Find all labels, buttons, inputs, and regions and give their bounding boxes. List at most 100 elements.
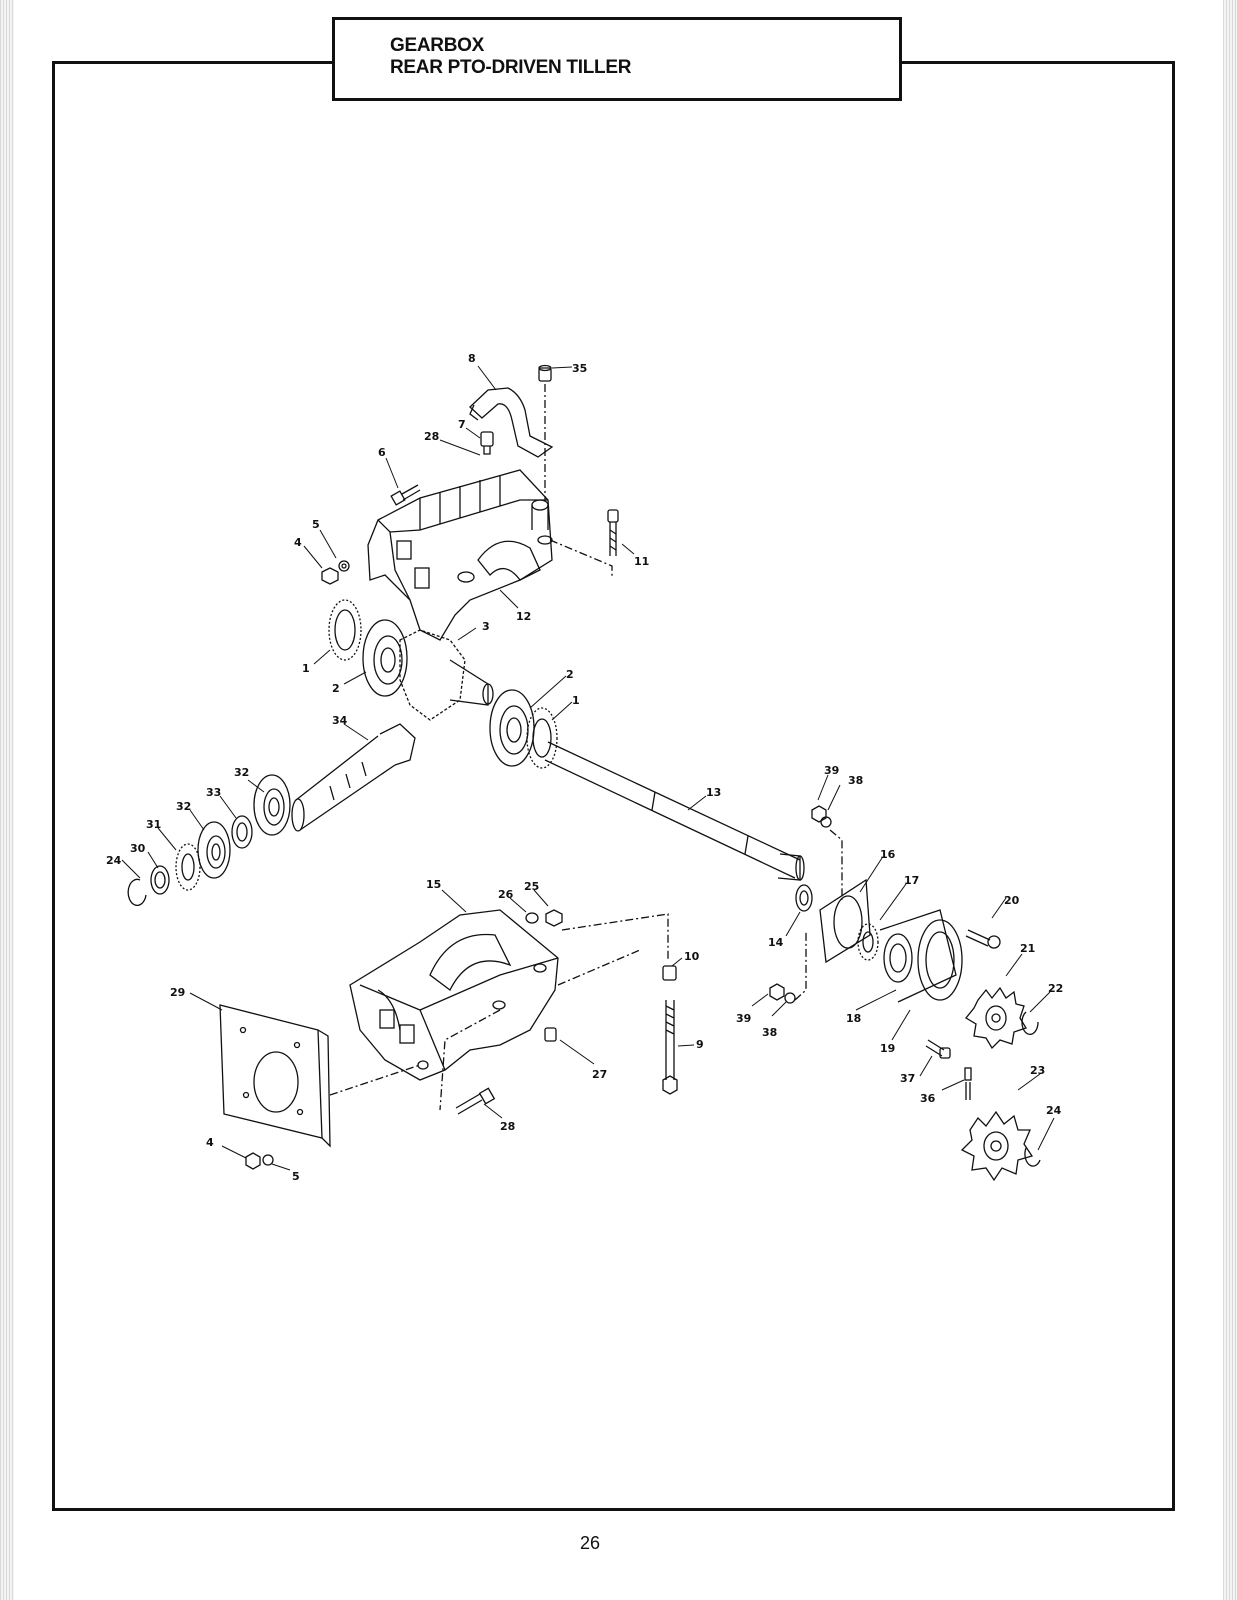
bearing-part [197, 821, 231, 879]
bolt-part [455, 1087, 496, 1115]
leader-lines [121, 365, 1055, 1171]
bearing-housing-part [879, 909, 963, 1003]
callout-labels: 8 35 7 28 6 5 4 11 12 3 1 2 2 1 34 32 33… [106, 352, 1063, 1183]
callout-label: 5 [312, 518, 320, 531]
callout-label: 12 [516, 610, 531, 623]
callout-label: 37 [900, 1072, 915, 1085]
washer-part [338, 560, 350, 572]
callout-label: 10 [684, 950, 700, 963]
nut-part [245, 1152, 261, 1170]
callout-label: 7 [458, 418, 466, 431]
callout-label: 8 [468, 352, 476, 365]
callout-label: 33 [206, 786, 221, 799]
mounting-plate-part [219, 1004, 331, 1148]
scan-edge-left [0, 0, 14, 1600]
bearing-part [883, 933, 913, 983]
stud-part [662, 1000, 678, 1095]
callout-label: 31 [146, 818, 161, 831]
assembly-axis-line [557, 949, 641, 986]
nut-part [811, 805, 827, 823]
bolt-part [925, 1039, 951, 1059]
page-number: 26 [580, 1533, 601, 1553]
callout-label: 26 [498, 888, 514, 901]
callout-label: 24 [106, 854, 122, 867]
nut-part [538, 364, 552, 382]
gear-ring-part [175, 843, 201, 891]
callout-label: 19 [880, 1042, 895, 1055]
spacer-part [231, 815, 253, 849]
bearing-part [857, 923, 879, 961]
snap-ring-part [1024, 1147, 1041, 1167]
callout-label: 32 [176, 800, 191, 813]
callout-label: 16 [880, 848, 896, 861]
seal-part [150, 865, 170, 895]
callout-label: 17 [904, 874, 919, 887]
nut-part [769, 983, 785, 1001]
plug-part [480, 431, 494, 455]
callout-label: 3 [482, 620, 490, 633]
callout-label: 38 [762, 1026, 777, 1039]
washer-part [262, 1154, 274, 1166]
callout-label: 34 [332, 714, 348, 727]
callout-label: 30 [130, 842, 146, 855]
washer-part [820, 816, 832, 828]
washer-part [525, 912, 539, 924]
callout-label: 4 [294, 536, 302, 549]
gear-ring-part [328, 599, 362, 661]
callout-label: 20 [1004, 894, 1020, 907]
nut-part [544, 1027, 557, 1042]
callout-label: 15 [426, 878, 441, 891]
bracket-part [469, 387, 554, 458]
callout-label: 29 [170, 986, 185, 999]
assembly-axis-line [439, 1009, 501, 1111]
scan-edge-right [1223, 0, 1237, 1600]
assembly-axis-line [561, 913, 669, 960]
callout-label: 5 [292, 1170, 300, 1183]
gear-ring-part [526, 707, 558, 769]
assembly-axis-line [549, 539, 613, 576]
bearing-part [489, 689, 535, 767]
callout-label: 23 [1030, 1064, 1045, 1077]
assembly-axis-line [794, 930, 807, 1001]
nut-part [662, 965, 677, 981]
bearing-part [362, 619, 408, 697]
sprocket-part [965, 986, 1027, 1050]
callout-label: 2 [332, 682, 340, 695]
callout-label: 28 [424, 430, 439, 443]
callout-label: 11 [634, 555, 649, 568]
upper-housing-part [367, 469, 553, 641]
bolt-part [965, 929, 1001, 949]
title-line-2: REAR PTO-DRIVEN TILLER [390, 57, 632, 78]
bearing-part [253, 774, 291, 836]
callout-label: 28 [500, 1120, 515, 1133]
title-line-1: GEARBOX [390, 35, 484, 56]
callout-label: 1 [302, 662, 310, 675]
assembly-axis-line [829, 829, 843, 900]
bevel-gear-part [399, 629, 494, 721]
snap-ring-part [127, 878, 147, 906]
lower-housing-part [349, 909, 559, 1081]
callout-label: 36 [920, 1092, 936, 1105]
callout-label: 27 [592, 1068, 607, 1081]
washer-part [784, 992, 796, 1004]
callout-label: 39 [736, 1012, 751, 1025]
callout-label: 1 [572, 694, 580, 707]
callout-label: 4 [206, 1136, 214, 1149]
ring-part [795, 884, 813, 912]
callout-label: 13 [706, 786, 721, 799]
callout-label: 35 [572, 362, 587, 375]
callout-label: 24 [1046, 1104, 1062, 1117]
callout-label: 32 [234, 766, 249, 779]
bolt-part [390, 484, 421, 506]
callout-label: 39 [824, 764, 839, 777]
title-box: GEARBOX REAR PTO-DRIVEN TILLER [332, 17, 902, 101]
callout-label: 14 [768, 936, 784, 949]
sprocket-part [960, 1110, 1034, 1182]
nut-part [545, 909, 563, 927]
assembly-axis-line [329, 1064, 421, 1096]
callout-label: 22 [1048, 982, 1063, 995]
shaft-part [544, 741, 805, 881]
flange-part [819, 878, 871, 964]
grease-fitting-part [964, 1067, 972, 1100]
